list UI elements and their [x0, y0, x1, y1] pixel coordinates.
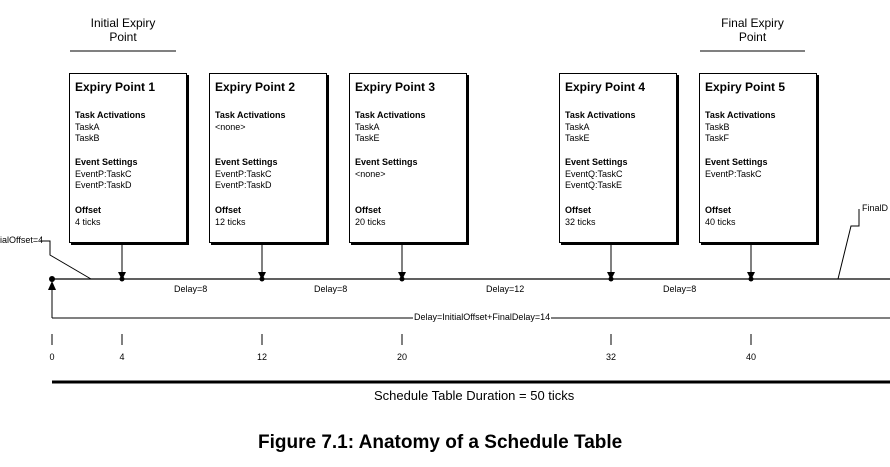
- offset: Offset 32 ticks: [565, 205, 596, 227]
- loop-delay-label: Delay=InitialOffset+FinalDelay=14: [413, 312, 552, 322]
- tick-marks: [51, 334, 752, 345]
- task-activations: Task Activations TaskA TaskE: [565, 110, 636, 143]
- tick-label: 32: [605, 352, 616, 362]
- offset: Offset 40 ticks: [705, 205, 736, 227]
- expiry-point-box: Expiry Point 1 Task Activations TaskA Ta…: [69, 73, 187, 243]
- delay-label: Delay=12: [486, 284, 525, 294]
- expiry-point-box: Expiry Point 4 Task Activations TaskA Ta…: [559, 73, 677, 243]
- task-activations: Task Activations <none>: [215, 110, 286, 132]
- expiry-point-title: Expiry Point 3: [355, 80, 436, 94]
- delay-label: Delay=8: [174, 284, 208, 294]
- tick-label: 20: [396, 352, 407, 362]
- tick-label: 12: [256, 352, 267, 362]
- loop-back-arrow: [48, 281, 56, 290]
- offset: Offset 12 ticks: [215, 205, 246, 227]
- expiry-point-title: Expiry Point 5: [705, 80, 786, 94]
- event-settings: Event Settings EventP:TaskC: [705, 157, 768, 179]
- delay-label: Delay=8: [314, 284, 348, 294]
- tick-label: 40: [745, 352, 756, 362]
- expiry-arrowheads: [118, 272, 755, 280]
- tick-label: 0: [49, 352, 55, 362]
- expiry-point-title: Expiry Point 4: [565, 80, 646, 94]
- figure-caption: Figure 7.1: Anatomy of a Schedule Table: [258, 432, 623, 453]
- final-delay-leader: [837, 209, 860, 280]
- timeline-origin-dot: [49, 276, 55, 282]
- expiry-point-box: Expiry Point 3 Task Activations TaskA Ta…: [349, 73, 467, 243]
- tick-label: 4: [119, 352, 125, 362]
- expiry-dots: [119, 276, 754, 282]
- initial-offset-callout: ialOffset=4: [0, 235, 44, 245]
- task-activations: Task Activations TaskA TaskE: [355, 110, 426, 143]
- event-settings: Event Settings EventP:TaskC EventP:TaskD: [215, 157, 278, 190]
- expiry-point-box: Expiry Point 2 Task Activations <none> E…: [209, 73, 327, 243]
- expiry-connectors: [121, 243, 752, 279]
- expiry-point-title: Expiry Point 2: [215, 80, 296, 94]
- task-activations: Task Activations TaskA TaskB: [75, 110, 146, 143]
- delay-label: Delay=8: [663, 284, 697, 294]
- expiry-point-title: Expiry Point 1: [75, 80, 156, 94]
- offset: Offset 4 ticks: [75, 205, 102, 227]
- initial-offset-leader: [40, 240, 92, 280]
- final-delay-callout: FinalD: [862, 203, 889, 213]
- schedule-duration-label: Schedule Table Duration = 50 ticks: [374, 388, 575, 403]
- event-settings: Event Settings <none>: [355, 157, 418, 179]
- event-settings: Event Settings EventP:TaskC EventP:TaskD: [75, 157, 138, 190]
- event-settings: Event Settings EventQ:TaskC EventQ:TaskE: [565, 157, 628, 190]
- task-activations: Task Activations TaskB TaskF: [705, 110, 776, 143]
- initial-expiry-header: Initial Expiry Point: [90, 16, 156, 44]
- offset: Offset 20 ticks: [355, 205, 386, 227]
- final-expiry-header: Final Expiry Point: [721, 16, 784, 44]
- expiry-point-box: Expiry Point 5 Task Activations TaskB Ta…: [699, 73, 817, 243]
